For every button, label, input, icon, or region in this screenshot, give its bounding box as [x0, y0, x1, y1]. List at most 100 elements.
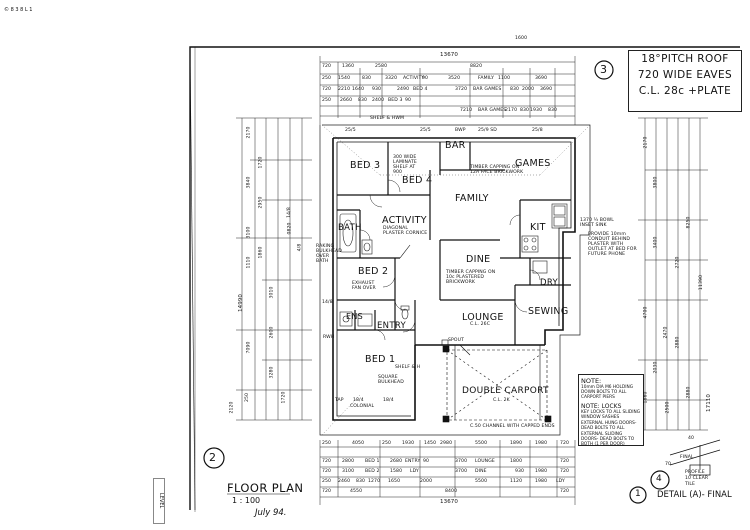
- note-conduit: PROVIDE 10mm CONDUIT BEHIND PLASTER WITH…: [588, 232, 637, 257]
- dim-top-r2-2: 830: [362, 76, 372, 81]
- dim-left-7: 1720: [258, 156, 264, 169]
- dim-top-r5-4: 1930: [530, 108, 543, 113]
- notes-bolts: 10mm DIA M6 HOLDING DOWN BOLTS TO ALL CA…: [581, 385, 634, 400]
- dim-bot-r3-7: 930: [515, 469, 525, 474]
- dim-left-10: 14/8: [286, 207, 292, 218]
- room-ens: ENS: [346, 312, 364, 321]
- dim-top-r3-0: 720: [322, 87, 332, 92]
- room-dry: DRY: [540, 278, 558, 288]
- dim-bot-r4-0: 250: [322, 479, 332, 484]
- dim-top-r1-0: 720: [322, 64, 332, 69]
- dim-left-2: 3100: [246, 226, 252, 239]
- dim-left-0: 2170: [246, 126, 252, 139]
- note-exhaust: EXHAUST FAN OVER: [352, 281, 376, 291]
- dim-top-r1-1: 1360: [342, 64, 355, 69]
- dim-bot-r3-2: BED 2: [365, 469, 380, 474]
- note-shelf-2: SHELF & H: [395, 365, 421, 370]
- dim-left-overall: 14990: [238, 294, 244, 312]
- dim-right-3: 2720: [675, 256, 681, 269]
- dim-right-0: 2170: [643, 136, 649, 149]
- margin-note-bottom: LEVEL: [153, 478, 165, 524]
- dim-bot-r1-5: 2980: [440, 441, 453, 446]
- floor-plan-badge: 2: [209, 451, 216, 464]
- dim-right-9: 2030: [653, 361, 659, 374]
- note-channel: C.50 CHANNEL WITH CAPPED ENDS: [470, 424, 555, 429]
- dim-bot-r4-2: 830: [356, 479, 366, 484]
- dim-top-r2-9: 3690: [535, 76, 548, 81]
- wall-label-3: 25/9 SD: [478, 128, 497, 133]
- dim-right-6: 2880: [686, 386, 692, 399]
- note-shelf-hwm: SHELF & HWM: [370, 116, 405, 121]
- dim-top-r2-7: FAMILY: [478, 76, 495, 81]
- dim-top-r4-0: 250: [322, 98, 332, 103]
- dim-left-6: 250: [245, 392, 251, 403]
- dim-left-4: 7090: [246, 341, 252, 354]
- dim-bot-r1-1: 4050: [352, 441, 365, 446]
- dim-bot-r1-0: 250: [322, 441, 332, 446]
- room-activity: ACTIVITY: [382, 215, 427, 226]
- dim-bot-r3-4: LDY: [410, 469, 419, 474]
- room-family: FAMILY: [455, 193, 489, 204]
- dim-top-r2-8: 1100: [498, 76, 511, 81]
- floor-plan-scale: 1 : 100: [232, 496, 261, 505]
- dim-bot-r1-8: 1980: [535, 441, 548, 446]
- dim-right-5: 2470: [663, 326, 669, 339]
- dim-bot-r5-1: 4550: [350, 489, 363, 494]
- wall-label-6: 18/4: [353, 398, 364, 403]
- dim-top-r5-3: 830: [520, 108, 530, 113]
- dim-bot-r4-1: 2460: [338, 479, 351, 484]
- roof-spec-box: 18°PITCH ROOF 720 WIDE EAVES C.L. 28c +P…: [628, 50, 742, 112]
- dim-top-r2-6: 3520: [448, 76, 461, 81]
- dim-bot-r4-7: 1120: [510, 479, 523, 484]
- dim-bot-r2-2: BED 1: [365, 459, 380, 464]
- wall-label-2: 25/5: [420, 128, 431, 133]
- dim-right-2: 3400: [653, 236, 659, 249]
- dim-top-r5-0: 7210: [460, 108, 473, 113]
- dim-bot-r2-8: 1800: [510, 459, 523, 464]
- note-spout: SPOUT: [448, 338, 464, 343]
- room-lounge: LOUNGE: [462, 312, 504, 323]
- room-bar: BAR: [445, 140, 466, 151]
- wall-label-7: 18/4: [383, 398, 394, 403]
- notes-lock-3: EXTERNAL SLIDING DOORS- DEAD BOLTS TO BO…: [581, 432, 635, 447]
- dim-top-r3-8: 830: [510, 87, 520, 92]
- dim-top-r3-6: 3720: [455, 87, 468, 92]
- dim-right-11: 2500: [665, 401, 671, 414]
- dim-top-r3-5: BED 4: [413, 87, 428, 92]
- dim-bot-r1-2: 250: [382, 441, 392, 446]
- dim-top-r4-2: 830: [358, 98, 368, 103]
- dim-bot-r3-8: 1980: [535, 469, 548, 474]
- margin-note-top: © 8 3 8 L 1: [4, 7, 33, 13]
- dim-right-1: 3800: [653, 176, 659, 189]
- note-sink: 1370 ¼ BOWL INSET SINK: [580, 218, 614, 228]
- dim-top-r3-4: 2490: [397, 87, 410, 92]
- dim-bot-r5-0: 720: [322, 489, 332, 494]
- dim-right-7: 8250: [686, 216, 692, 229]
- dim-right-12: 1660: [643, 391, 649, 404]
- dim-left-16: 1720: [281, 391, 287, 404]
- dim-bot-r4-9: LDY: [556, 479, 565, 484]
- notes-lock-1: KEY LOCKS TO ALL SLIDING WINDOW SASHES: [581, 410, 641, 420]
- detail-val-2: FINAL: [680, 455, 694, 460]
- dim-bot-r3-9: 720: [560, 469, 570, 474]
- notes-lock-2: EXTERNAL HUNG DOORS- DEAD BOLTS TO ALL: [581, 421, 637, 431]
- bwp-label: BWP: [455, 128, 466, 133]
- detail-val-3: 70: [665, 462, 672, 467]
- dim-top-r2-3: 3320: [385, 76, 398, 81]
- notes-box: NOTE: 10mm DIA M6 HOLDING DOWN BOLTS TO …: [578, 374, 644, 447]
- dim-top-r4-4: BED 3: [388, 98, 403, 103]
- note-shelf-laminate: 300 WIDE LAMINATE SHELF AT 900: [393, 155, 417, 175]
- roof-pitch: 18°PITCH ROOF: [641, 53, 729, 65]
- dim-top-label: 1600: [515, 36, 528, 41]
- dim-right-10: 4700: [643, 306, 649, 319]
- tap-label: TAP: [335, 398, 344, 403]
- roof-badge: 3: [600, 63, 607, 76]
- note-raking-bulkhead: RAKING BULKHEAD OVER BATH: [316, 244, 342, 264]
- detail-val-5: 10 CLEAR: [685, 476, 709, 481]
- room-bath: BATH: [338, 223, 362, 233]
- detail-val-4: PROFILE: [685, 470, 705, 475]
- floor-plan-title: FLOOR PLAN: [227, 481, 304, 495]
- detail-label: DETAIL (A)- FINAL: [657, 490, 732, 500]
- dim-top-overall: 13670: [440, 52, 458, 58]
